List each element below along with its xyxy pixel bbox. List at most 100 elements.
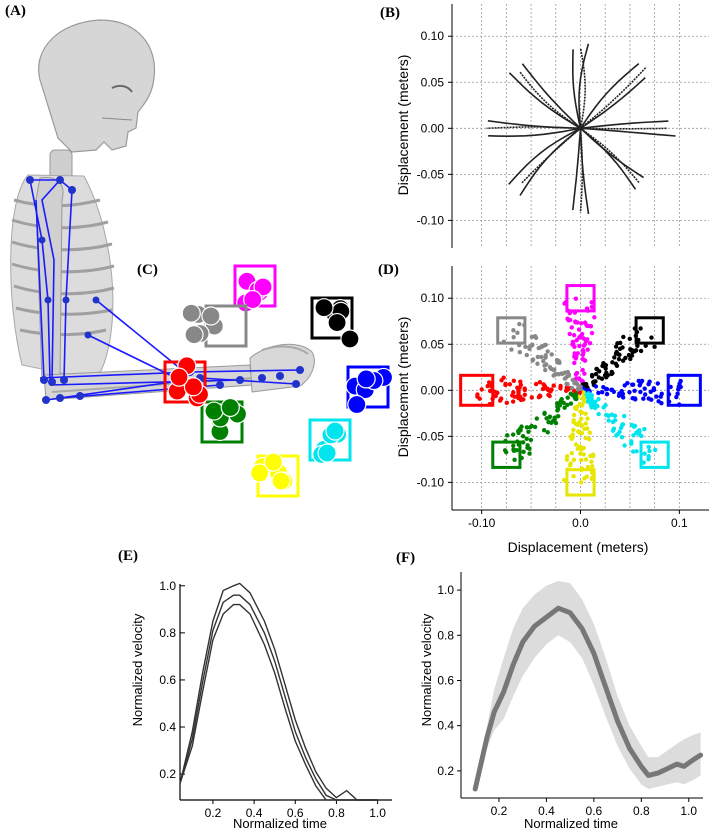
trajectory-point [616,356,622,362]
trajectory-point [541,427,547,433]
trajectory-point [593,371,599,377]
trajectory-point [570,377,575,383]
trajectory-point [577,335,582,340]
trajectory-point [566,372,572,377]
x-tick-label: 0.2 [491,804,508,818]
trajectory-point [569,325,574,330]
y-tick-label: 0.00 [421,121,445,135]
trajectory-point [675,391,680,396]
trajectory-point [532,424,538,430]
trajectory-point [512,457,517,463]
trajectory-point [561,477,567,483]
trajectory-point [676,384,681,389]
y-tick-label: 0.00 [421,383,445,397]
trajectory-point [520,440,526,445]
trajectory-point [539,354,544,360]
trajectory-point [569,450,574,456]
trajectory-point [587,436,592,442]
trajectory-point [628,347,633,352]
trajectory-point [572,360,577,366]
chart-d-x-axis-label: Displacement (meters) [508,539,649,555]
velocity-line [179,582,378,801]
trajectory-point [573,393,579,398]
trajectory-point [579,457,584,463]
trajectory-point [554,401,560,406]
trajectory-point [590,464,595,469]
trajectory-point [627,389,632,395]
trajectory-line [519,127,582,196]
trajectory-point [572,405,578,411]
trajectory-point [570,432,576,437]
trajectory-point [517,349,523,355]
trajectory-point [620,358,626,363]
y-tick-label: 0.6 [159,673,176,687]
trajectory-point [633,348,639,353]
trajectory-point [563,299,569,305]
trajectory-point [631,433,636,438]
trajectory-point [575,351,580,356]
trajectory-point [565,316,570,321]
trajectory-point [589,330,595,336]
trajectory-point [606,413,611,418]
trajectory-point [602,373,608,378]
trajectory-point [555,414,561,419]
trajectory-line [578,43,590,129]
trajectory-point [615,341,620,346]
trajectory-point [564,454,570,459]
trajectory-point [559,397,564,402]
trajectory-point [585,347,590,352]
trajectory-line [521,63,582,129]
trajectory-point [547,365,553,370]
trajectory-point [572,354,577,359]
trajectory-point [543,367,548,373]
trajectory-point [642,426,647,432]
trajectory-point [505,433,510,438]
trajectory-point [575,422,581,427]
trajectory-point [511,334,516,340]
trajectory-point [489,381,494,387]
trajectory-point [577,343,582,349]
trajectory-point [585,416,590,421]
trajectory-point [581,452,586,457]
trajectory-line [579,47,587,129]
trajectory-point [596,396,601,402]
x-tick-label: 0.6 [287,806,304,820]
trajectory-point [617,391,622,396]
trajectory-point [579,431,585,436]
trajectory-point [596,390,601,396]
trajectory-point [549,420,554,425]
trajectory-point [627,336,632,341]
trajectory-point [572,310,577,315]
trajectory-line [580,120,669,130]
trajectory-point [603,366,608,371]
trajectory-point [580,347,586,353]
target-marker [263,452,283,472]
target-marker [314,298,334,318]
trajectory-point [646,381,651,387]
trajectory-point [578,451,583,456]
trajectory-point [578,384,583,389]
trajectory-point [666,392,672,397]
target-marker [325,421,345,441]
trajectory-point [564,457,570,462]
trajectory-point [577,444,583,449]
trajectory-point [636,428,642,433]
target-marker [356,369,376,389]
trajectory-point [571,332,577,338]
trajectory-point [632,326,638,331]
trajectory-point [571,412,577,418]
trajectory-point [587,341,593,346]
trajectory-point [668,384,673,390]
trajectory-point [519,455,524,461]
trajectory-point [524,436,529,442]
trajectory-point [629,439,634,444]
trajectory-point [548,389,553,394]
trajectory-point [534,416,540,421]
trajectory-point [619,434,625,440]
trajectory-point [666,373,671,379]
trajectory-point [609,371,614,377]
trajectory-point [524,352,529,358]
trajectory-point [632,388,637,393]
trajectory-point [638,326,643,331]
y-tick-label: 0.2 [437,764,454,778]
